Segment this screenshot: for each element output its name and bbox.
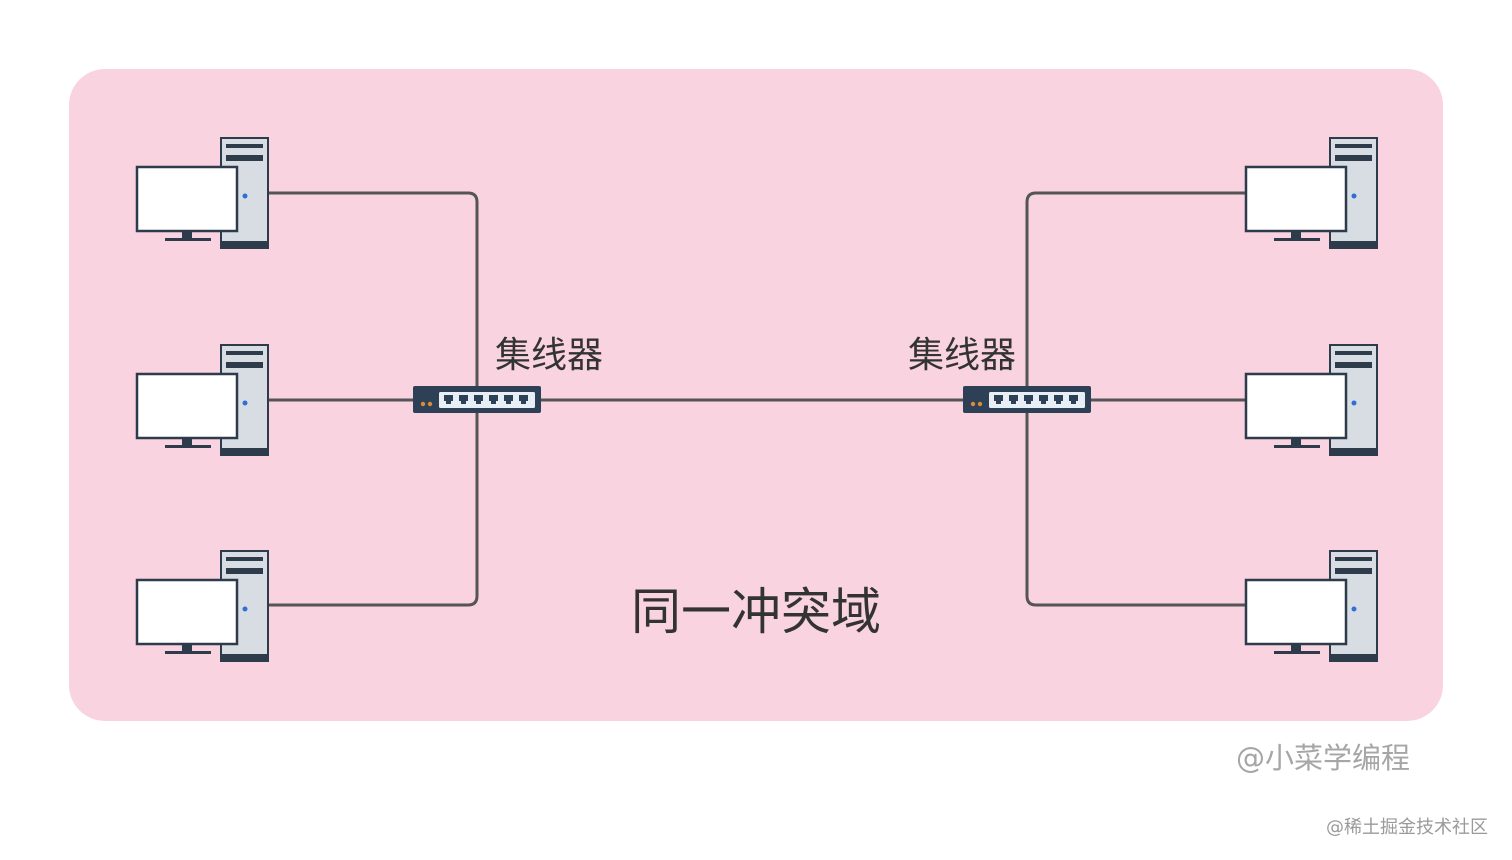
desktop-computer-icon: [135, 550, 269, 662]
platform-watermark: @稀土掘金技术社区: [1326, 817, 1488, 838]
desktop-computer-icon: [135, 137, 269, 249]
collision-domain-label: 同一冲突域: [631, 583, 881, 641]
cable-left-bottom: [268, 400, 479, 607]
cable-right-bottom: [1025, 400, 1247, 607]
hub-label-left: 集线器: [495, 335, 603, 376]
hub-icon: [963, 386, 1091, 413]
cable-left-top: [268, 191, 479, 400]
computers: [135, 137, 1378, 662]
hubs: [413, 386, 1091, 413]
cables: [268, 191, 1247, 607]
desktop-computer-icon: [1244, 550, 1378, 662]
author-watermark: @小菜学编程: [1236, 741, 1410, 775]
hub-icon: [413, 386, 541, 413]
desktop-computer-icon: [135, 344, 269, 456]
desktop-computer-icon: [1244, 344, 1378, 456]
hub-label-right: 集线器: [908, 335, 1016, 376]
collision-domain-area: [69, 69, 1443, 721]
desktop-computer-icon: [1244, 137, 1378, 249]
cable-right-top: [1025, 191, 1247, 400]
